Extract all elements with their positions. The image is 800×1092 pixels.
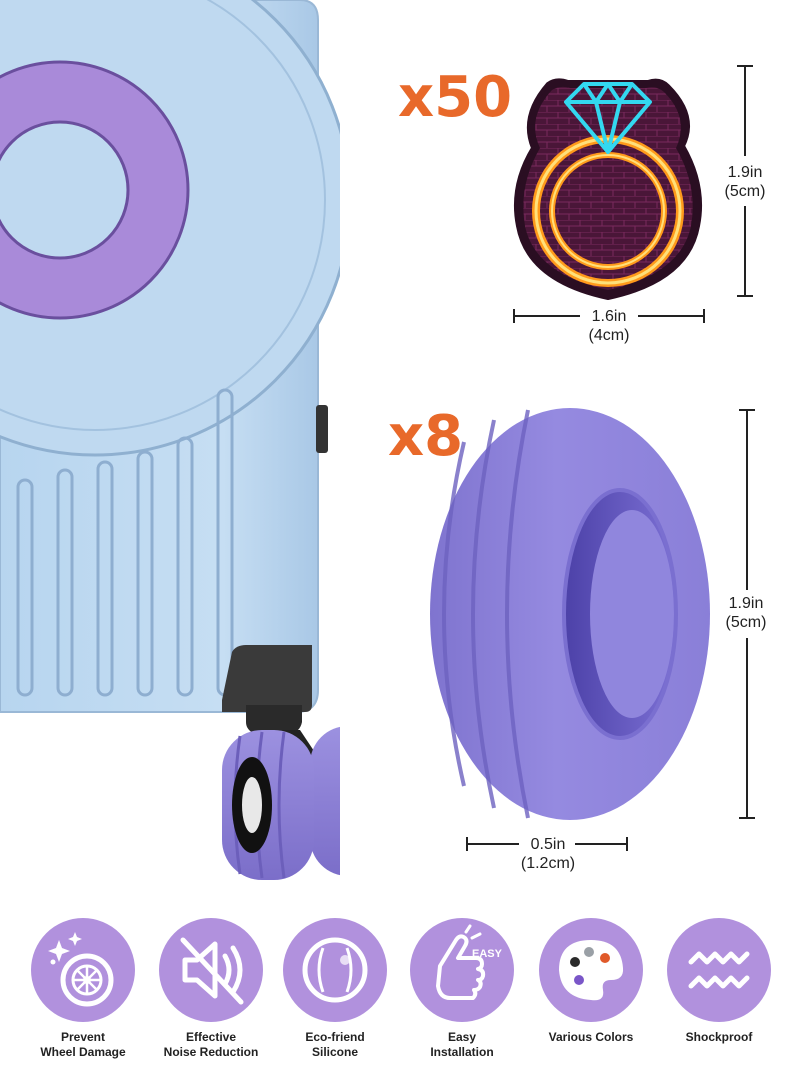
feature-various-colors: Various Colors (526, 918, 656, 1045)
wheel-cover-height-label: 1.9in (5cm) (713, 594, 779, 632)
sticker-quantity: x50 (398, 65, 513, 130)
feature-label: Various Colors (548, 1030, 634, 1044)
feature-prevent-wheel-damage: Prevent Wheel Damage (18, 918, 148, 1060)
easy-badge: EASY (472, 948, 502, 960)
feature-noise-reduction: Effective Noise Reduction (146, 918, 276, 1060)
wheel-sparkle-icon (31, 918, 135, 1022)
wheel-cover-image (430, 408, 710, 820)
wheel-cover-height-dimension-line (739, 409, 755, 819)
wheel-cover-width-in: 0.5in (530, 836, 566, 853)
feature-label: Prevent Wheel Damage (40, 1030, 126, 1059)
neon-ring-sticker (513, 78, 703, 301)
silicone-ball-icon (283, 918, 387, 1022)
wheel-cover-quantity: x8 (388, 404, 464, 469)
wheel-cover-width-cm: (1.2cm) (520, 855, 576, 872)
suitcase-illustration (0, 0, 340, 880)
sticker-height-cm: (5cm) (724, 183, 766, 200)
feature-label: Shockproof (685, 1030, 753, 1044)
sticker-width-dimension-line (513, 309, 705, 323)
pointing-hand-icon: EASY (410, 918, 514, 1022)
sticker-width-in: 1.6in (591, 308, 627, 325)
wheel-cover-height-cm: (5cm) (725, 614, 767, 631)
feature-shockproof: Shockproof (654, 918, 784, 1045)
palette-icon (539, 918, 643, 1022)
wheel-cover-height-in: 1.9in (728, 595, 764, 612)
feature-label: Eco-friend Silicone (305, 1030, 365, 1059)
feature-label: Effective Noise Reduction (163, 1030, 259, 1059)
sticker-height-dimension-line (737, 65, 753, 297)
feature-label: Easy Installation (430, 1030, 494, 1059)
mute-speaker-icon (159, 918, 263, 1022)
sticker-width-label: 1.6in (4cm) (572, 307, 646, 345)
features-row: Prevent Wheel Damage Effective Noise Red… (0, 912, 800, 1092)
sticker-width-cm: (4cm) (588, 327, 630, 344)
sticker-height-label: 1.9in (5cm) (712, 163, 778, 201)
feature-eco-silicone: Eco-friend Silicone (270, 918, 400, 1060)
wheel-cover-width-label: 0.5in (1.2cm) (509, 835, 587, 873)
wheel-cover-width-dimension-line (466, 837, 628, 851)
sticker-height-in: 1.9in (727, 164, 763, 181)
feature-easy-installation: EASY Easy Installation (397, 918, 527, 1060)
zigzag-icon (667, 918, 771, 1022)
diamond-icon (564, 82, 652, 154)
